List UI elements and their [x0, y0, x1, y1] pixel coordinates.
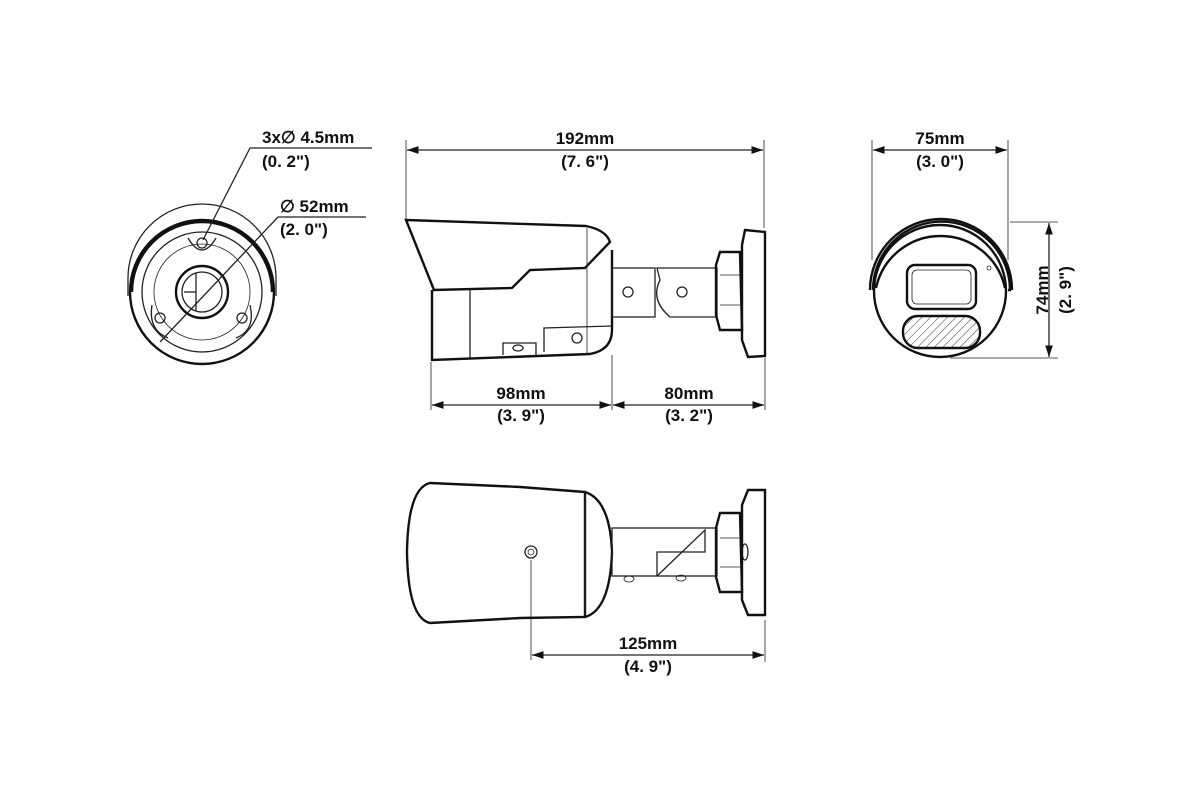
- mount-hole: [196, 237, 208, 249]
- camera-body: [405, 481, 587, 625]
- lock-nut: [714, 250, 744, 332]
- bracket-joint: [656, 267, 718, 318]
- diameter-in: (2. 0"): [280, 220, 328, 239]
- cable-port: [174, 264, 230, 320]
- front-view: 3x∅ 4.5mm (0. 2") ∅ 52mm (2. 0"): [127, 128, 372, 366]
- ir-light-window: [901, 314, 982, 350]
- end-view: 75mm (3. 0") 74mm (2. 9"): [868, 129, 1075, 359]
- mount-plate: [740, 228, 767, 359]
- housing-front: [872, 223, 1008, 359]
- height-mm: 74mm: [1033, 265, 1052, 314]
- width-in: (3. 0"): [916, 152, 964, 171]
- body-length-in: (3. 9"): [497, 406, 545, 425]
- height-in: (2. 9"): [1056, 266, 1075, 314]
- mount-hole: [236, 312, 248, 324]
- sunshield: [404, 218, 612, 292]
- length-mm: 192mm: [556, 129, 615, 148]
- mount-plate: [740, 488, 767, 617]
- camera-body: [430, 250, 614, 362]
- body-length-mm: 98mm: [496, 384, 545, 403]
- screw: [524, 545, 538, 559]
- bottom-view: 125mm (4. 9"): [405, 481, 767, 676]
- side-view: 192mm (7. 6") 98mm (3. 9") 80mm (3. 2"): [404, 129, 767, 425]
- lock-nut: [714, 511, 744, 594]
- length-in: (7. 6"): [561, 152, 609, 171]
- hole-leader-line: [202, 147, 372, 241]
- diameter-leader-line: [159, 216, 366, 343]
- lens-window: [905, 263, 978, 311]
- mount-hole: [154, 312, 166, 324]
- bracket-arm: [611, 267, 656, 318]
- sunshield-arc: [130, 220, 274, 293]
- width-mm: 75mm: [915, 129, 964, 148]
- bracket-length-in: (3. 2"): [665, 406, 713, 425]
- hole-size-mm: 3x∅ 4.5mm: [262, 128, 354, 147]
- sunshield-arc: [871, 220, 1012, 292]
- screw: [676, 286, 688, 298]
- housing-outline: [128, 218, 276, 366]
- offset-mm: 125mm: [619, 634, 678, 653]
- hole-size-in: (0. 2"): [262, 152, 310, 171]
- diameter-mm: ∅ 52mm: [280, 197, 349, 216]
- offset-in: (4. 9"): [624, 657, 672, 676]
- screw: [622, 286, 634, 298]
- bracket-length-mm: 80mm: [664, 384, 713, 403]
